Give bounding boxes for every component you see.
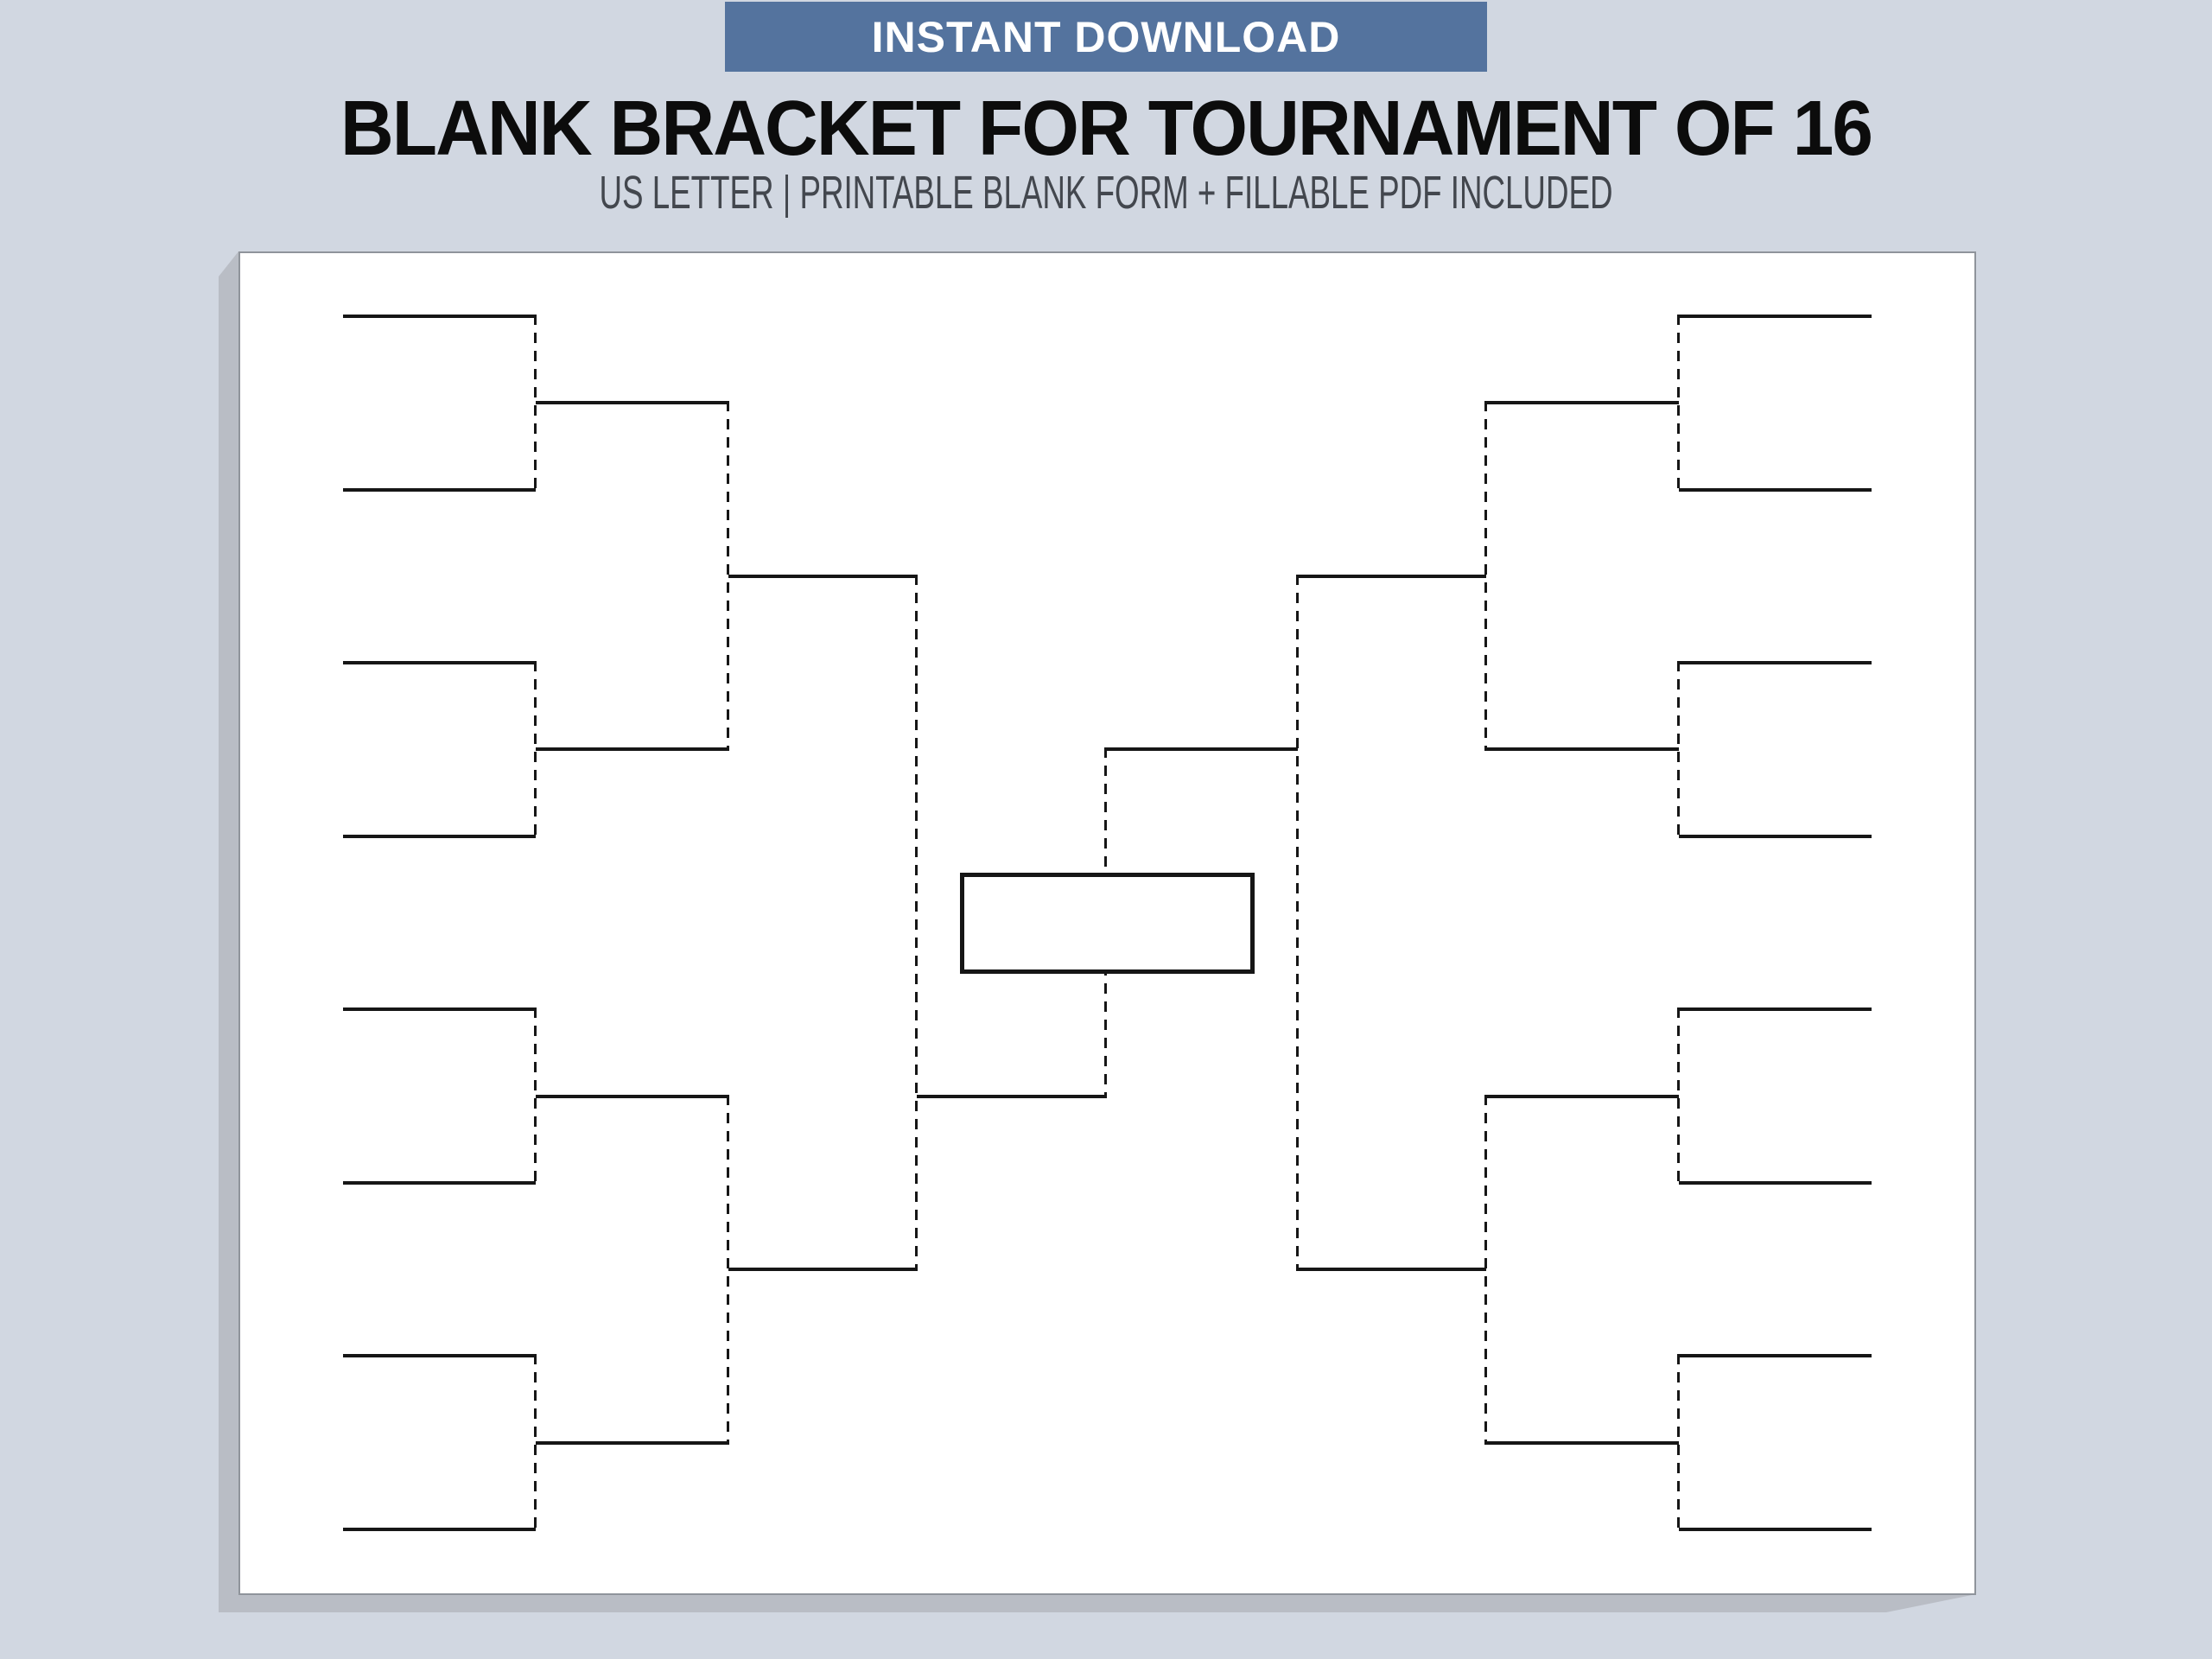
right-round1-team-slot-line	[1679, 835, 1872, 838]
left-round2-winner-slot-line	[536, 401, 728, 404]
right-semifinal-slot-line	[1298, 1268, 1486, 1271]
right-round2-winner-slot-line	[1486, 747, 1679, 751]
left-round2-winner-slot-line	[536, 1441, 728, 1445]
right-round1-team-slot-line	[1679, 1007, 1872, 1011]
right-semifinal-slot-line	[1298, 575, 1486, 578]
left-round2-connector-dashed-line	[727, 1095, 729, 1445]
right-round1-team-slot-line	[1679, 1528, 1872, 1531]
left-round1-team-slot-line	[343, 315, 536, 318]
left-round1-team-slot-line	[343, 1007, 536, 1011]
right-round1-team-slot-line	[1679, 1354, 1872, 1357]
left-semifinal-connector-dashed-line	[915, 575, 918, 1271]
left-semifinal-slot-line	[728, 1268, 917, 1271]
instant-download-banner: INSTANT DOWNLOAD	[725, 2, 1487, 72]
left-round2-winner-slot-line	[536, 747, 728, 751]
right-round2-winner-slot-line	[1486, 1441, 1679, 1445]
right-round1-team-slot-line	[1679, 661, 1872, 664]
champion-box	[960, 873, 1255, 974]
right-round2-winner-slot-line	[1486, 1095, 1679, 1098]
left-semifinal-slot-line	[728, 575, 917, 578]
subtitle: US LETTER | PRINTABLE BLANK FORM + FILLA…	[599, 167, 1613, 219]
left-finalist-slot-line	[917, 1095, 1106, 1098]
page-title: BLANK BRACKET FOR TOURNAMENT OF 16	[340, 86, 1873, 172]
left-round1-team-slot-line	[343, 1354, 536, 1357]
left-round1-team-slot-line	[343, 1181, 536, 1185]
left-round1-team-slot-line	[343, 835, 536, 838]
left-round2-winner-slot-line	[536, 1095, 728, 1098]
right-round1-team-slot-line	[1679, 315, 1872, 318]
right-finalist-slot-line	[1106, 747, 1298, 751]
printable-page	[238, 251, 1976, 1595]
left-round1-team-slot-line	[343, 661, 536, 664]
right-round1-team-slot-line	[1679, 488, 1872, 492]
left-round1-connector-dashed-line	[534, 1007, 537, 1185]
tournament-bracket-diagram	[238, 251, 1976, 1595]
left-round1-connector-dashed-line	[534, 315, 537, 492]
left-round2-connector-dashed-line	[727, 401, 729, 751]
right-round1-team-slot-line	[1679, 1181, 1872, 1185]
right-semifinal-connector-dashed-line	[1296, 575, 1299, 1271]
left-round1-connector-dashed-line	[534, 661, 537, 838]
left-round1-team-slot-line	[343, 488, 536, 492]
banner-label: INSTANT DOWNLOAD	[871, 12, 1341, 61]
right-round2-winner-slot-line	[1486, 401, 1679, 404]
left-round1-team-slot-line	[343, 1528, 536, 1531]
left-round1-connector-dashed-line	[534, 1354, 537, 1531]
